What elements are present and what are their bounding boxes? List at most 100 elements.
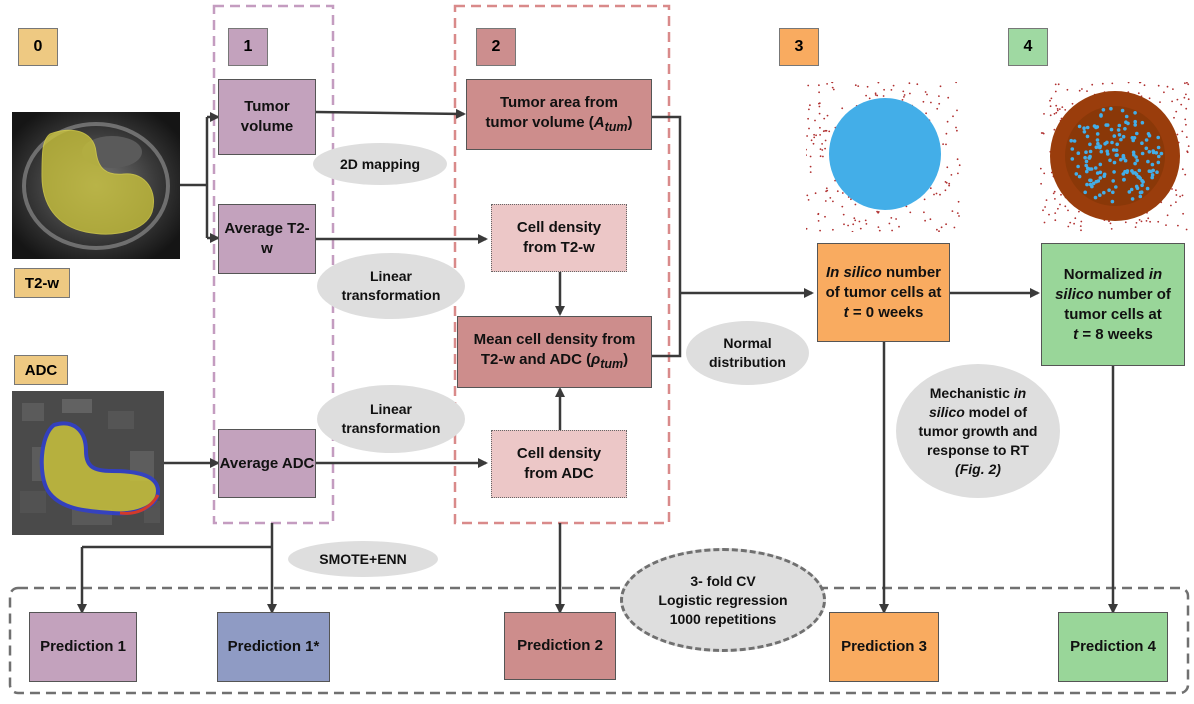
- cyan-cells-t8: [1069, 106, 1164, 204]
- tumor-area-sub: tum: [604, 119, 628, 134]
- average-adc-label: Average ADC: [219, 454, 315, 472]
- t2w-tag-label: T2-w: [24, 274, 60, 292]
- prediction-1-label: Prediction 1: [40, 638, 126, 655]
- simulation-t8-image: [1040, 82, 1190, 232]
- smote-enn-label: SMOTE+ENN: [319, 550, 407, 567]
- cv-line2: Logistic regression: [658, 591, 788, 608]
- tumor-area-box: Tumor area from tumor volume (Atum): [466, 79, 652, 150]
- cv-label: 3- fold CV Logistic regression 1000 repeti…: [658, 572, 787, 629]
- insilico-t0-label: In silico number of tumor cells at t = 0 w…: [826, 263, 942, 323]
- connector-mean-right: [652, 293, 682, 358]
- normal-distribution-label: Normal distribution: [709, 335, 786, 370]
- adc-mri-image: [12, 391, 164, 535]
- stage-1-label: 1: [243, 38, 253, 55]
- prediction-2-label: Prediction 2: [517, 637, 603, 654]
- prediction-1-star-label: Prediction 1*: [227, 638, 320, 655]
- prediction-1-box: Prediction 1: [29, 612, 137, 682]
- prediction-2-box: Prediction 2: [504, 612, 616, 680]
- arrow-volume-to-area: [315, 108, 466, 119]
- insilico-t0-line2: of tumor cells at: [825, 283, 942, 301]
- mapping-ellipse: 2D mapping: [313, 143, 447, 185]
- insilico-t0-number: number: [881, 263, 942, 281]
- insilico-t8-number: number of: [1093, 285, 1171, 303]
- mapping-label: 2D mapping: [339, 155, 421, 172]
- mech-model-of: model of: [964, 403, 1028, 420]
- smote-enn-ellipse: SMOTE+ENN: [288, 541, 438, 577]
- insilico-t0-eq: = 0 weeks: [848, 303, 924, 321]
- tumor-area-end: ): [627, 113, 633, 131]
- prediction-group-border: [8, 586, 1190, 695]
- linear-transformation-1-label: Linear transformation: [341, 268, 441, 303]
- cv-line1: 3- fold CV: [690, 572, 756, 589]
- mechanistic-model-label: Mechanistic in silico model of tumor growt…: [919, 384, 1038, 479]
- linear-transformation-2-label: Linear transformation: [341, 401, 441, 436]
- prediction-4-box: Prediction 4: [1058, 612, 1168, 682]
- average-t2w-label: Average T2-w: [224, 220, 310, 257]
- average-adc-box: Average ADC: [218, 429, 316, 498]
- mech-line4: response to RT: [927, 441, 1029, 458]
- connector-area-right: [652, 115, 682, 293]
- cell-density-adc-label: Cell density from ADC: [516, 445, 602, 482]
- stage-1-badge: 1: [228, 28, 268, 66]
- linear-transformation-2-ellipse: Linear transformation: [317, 385, 465, 453]
- prediction-3-label: Prediction 3: [841, 638, 927, 655]
- cell-density-t2w-box: Cell density from T2-w: [491, 204, 627, 272]
- prediction-4-label: Prediction 4: [1070, 638, 1156, 655]
- mech-line1: Mechanistic: [929, 384, 1014, 401]
- mean-cell-end: ): [623, 351, 629, 368]
- cv-line3: 1000 repetitions: [669, 610, 777, 627]
- insilico-t0-italic: In silico: [825, 263, 882, 281]
- insilico-t8-line3: tumor cells at: [1064, 305, 1162, 323]
- t2w-mri-image: [12, 112, 180, 259]
- insilico-t8-normalized: Normalized: [1063, 265, 1149, 283]
- mean-cell-sub: tum: [600, 357, 624, 371]
- linear-transformation-1-ellipse: Linear transformation: [317, 253, 465, 319]
- cv-ellipse: 3- fold CV Logistic regression 1000 repeti…: [620, 548, 826, 652]
- cell-density-t2w-label: Cell density from T2-w: [516, 219, 602, 256]
- stage2-group-border: [453, 4, 671, 525]
- insilico-t8-t: t: [1073, 325, 1079, 343]
- mech-fig-ref: (Fig. 2): [955, 460, 1001, 477]
- average-t2w-box: Average T2-w: [218, 204, 316, 274]
- insilico-t8-in: in: [1148, 265, 1163, 283]
- tumor-area-line1: Tumor area from: [499, 93, 619, 111]
- insilico-t8-silico: silico: [1055, 285, 1094, 303]
- insilico-t0-box: In silico number of tumor cells at t = 0 w…: [817, 243, 950, 342]
- stage-0-label: 0: [33, 38, 43, 55]
- tumor-area-line2: tumor volume (: [485, 113, 594, 131]
- stage-4-badge: 4: [1008, 28, 1048, 66]
- insilico-t8-box: Normalized in silico number of tumor cells…: [1041, 243, 1185, 366]
- t2w-tag: T2-w: [14, 268, 70, 298]
- mean-cell-line1: Mean cell density from: [473, 331, 636, 348]
- mean-cell-var: ρ: [591, 351, 601, 368]
- normal-distribution-ellipse: Normal distribution: [686, 321, 809, 385]
- adc-tag-label: ADC: [24, 361, 58, 379]
- mean-cell-line2: T2-w and ADC (: [480, 351, 592, 368]
- stage-2-label: 2: [491, 38, 501, 55]
- tumor-area-label: Tumor area from tumor volume (Atum): [485, 93, 632, 137]
- prediction-1-star-box: Prediction 1*: [217, 612, 330, 682]
- insilico-t8-eq: = 8 weeks: [1078, 325, 1153, 343]
- stage-3-label: 3: [794, 38, 804, 55]
- stage-2-badge: 2: [476, 28, 516, 66]
- mech-line3: tumor growth and: [918, 422, 1038, 439]
- simulation-t0-image: [806, 82, 961, 232]
- stage-4-label: 4: [1023, 38, 1033, 55]
- tumor-area-var: A: [593, 113, 605, 131]
- mech-silico: silico: [928, 403, 965, 420]
- prediction-3-box: Prediction 3: [829, 612, 939, 682]
- stage-0-badge: 0: [18, 28, 58, 66]
- tumor-volume-box: Tumor volume: [218, 79, 316, 155]
- insilico-t8-label: Normalized in silico number of tumor cells…: [1055, 265, 1171, 345]
- mech-in: in: [1013, 384, 1027, 401]
- tumor-volume-label: Tumor volume: [240, 98, 294, 135]
- cell-density-adc-box: Cell density from ADC: [491, 430, 627, 498]
- mechanistic-model-ellipse: Mechanistic in silico model of tumor growt…: [896, 364, 1060, 498]
- insilico-t0-t: t: [843, 303, 849, 321]
- adc-tag: ADC: [14, 355, 68, 385]
- stage-3-badge: 3: [779, 28, 819, 66]
